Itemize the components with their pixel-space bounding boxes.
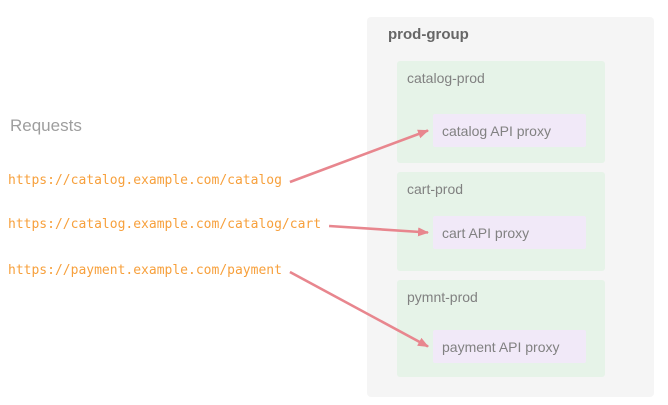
api-proxy-label: catalog API proxy bbox=[442, 122, 551, 139]
requests-heading: Requests bbox=[10, 116, 82, 135]
api-proxy-box-catalog: catalog API proxy bbox=[433, 114, 586, 147]
environment-box-catalog-prod: catalog-prod catalog API proxy bbox=[397, 61, 605, 163]
request-url-payment: https://payment.example.com/payment bbox=[8, 263, 282, 278]
environment-name: pymnt-prod bbox=[407, 289, 478, 305]
api-proxy-label: payment API proxy bbox=[442, 338, 560, 355]
prod-group-title: prod-group bbox=[388, 26, 469, 43]
environment-name: catalog-prod bbox=[407, 70, 485, 86]
api-proxy-label: cart API proxy bbox=[442, 224, 530, 241]
api-proxy-box-cart: cart API proxy bbox=[433, 216, 586, 249]
environment-name: cart-prod bbox=[407, 181, 464, 197]
request-url-cart: https://catalog.example.com/catalog/cart bbox=[8, 217, 322, 232]
environment-box-pymnt-prod: pymnt-prod payment API proxy bbox=[397, 280, 605, 377]
api-proxy-box-payment: payment API proxy bbox=[433, 330, 586, 363]
prod-group-panel: prod-group catalog-prod catalog API prox… bbox=[367, 17, 654, 397]
environment-box-cart-prod: cart-prod cart API proxy bbox=[397, 172, 605, 271]
request-url-catalog: https://catalog.example.com/catalog bbox=[8, 173, 282, 188]
